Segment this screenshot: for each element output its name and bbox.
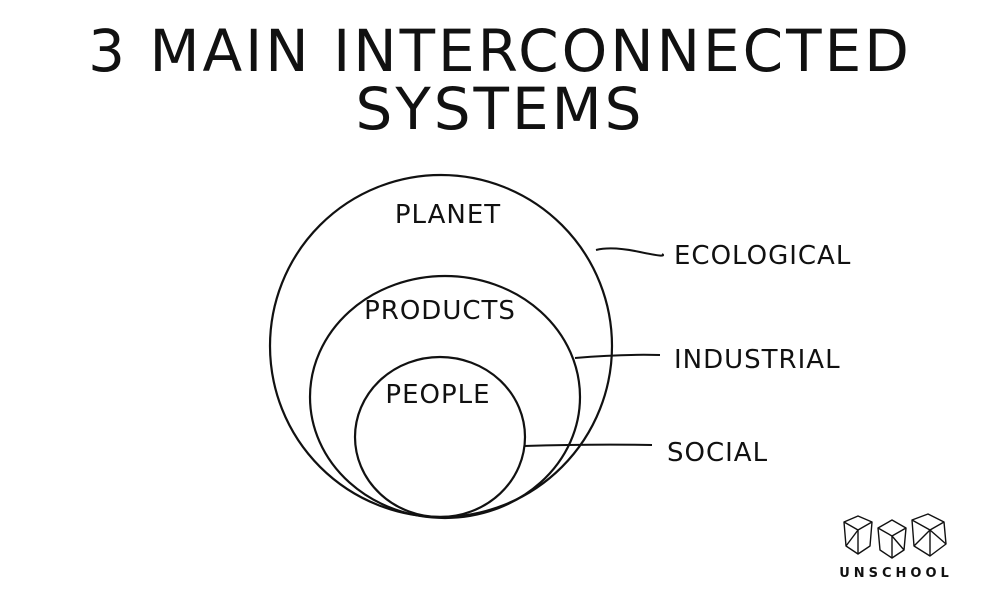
system-label-social: SOCIAL	[667, 438, 768, 468]
system-label-industrial: INDUSTRIAL	[674, 345, 841, 375]
polyhedra-logo-icon	[843, 513, 947, 559]
leader-line-social	[523, 443, 653, 447]
inner-circle	[353, 355, 527, 519]
circle-label-products: PRODUCTS	[364, 296, 516, 326]
middle-circle	[308, 274, 582, 520]
leader-line-industrial	[574, 353, 661, 359]
circle-label-people: PEOPLE	[385, 380, 490, 410]
leader-line-ecological	[595, 247, 664, 257]
system-label-ecological: ECOLOGICAL	[674, 241, 851, 271]
logo-text: UNSCHOOL	[839, 566, 953, 581]
unschool-logo: UNSCHOOL	[828, 512, 964, 581]
circle-label-planet: PLANET	[395, 200, 501, 230]
page-title: 3 MAIN INTERCONNECTED SYSTEMS	[88, 17, 912, 143]
